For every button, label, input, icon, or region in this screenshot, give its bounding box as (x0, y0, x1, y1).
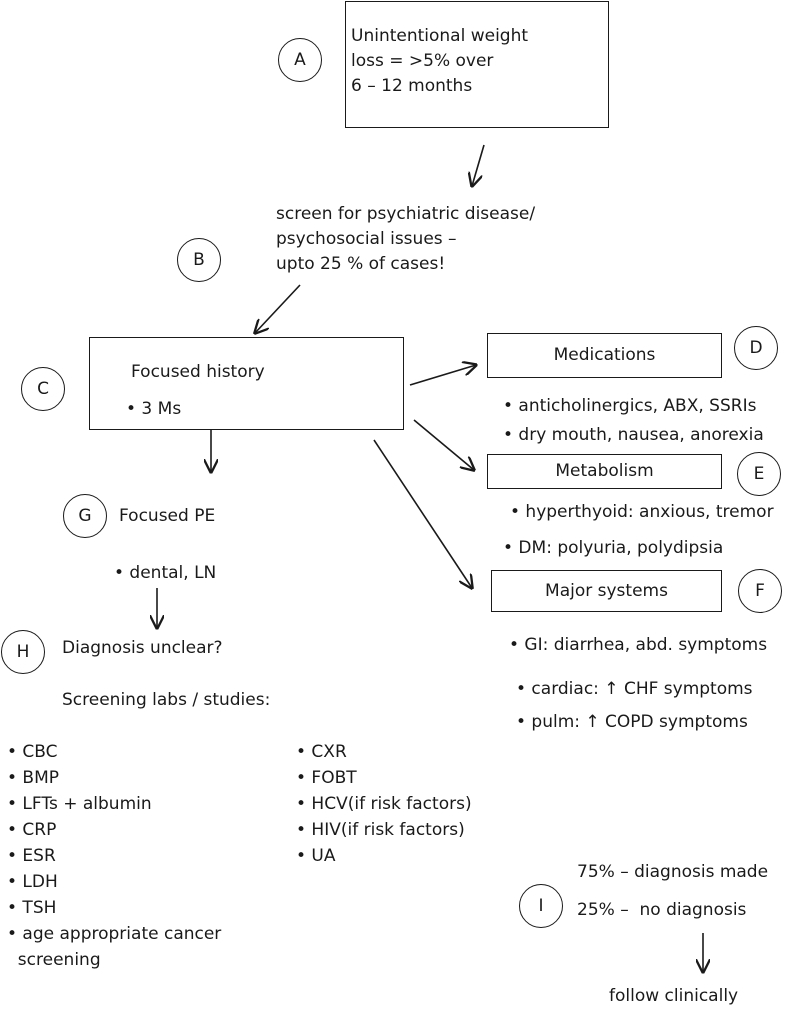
lab-item: • ESR (7, 846, 56, 866)
focused-history-bullet: • 3 Ms (126, 399, 182, 419)
metabolism-title: Metabolism (555, 461, 654, 481)
medications-bullet-1: • anticholinergics, ABX, SSRIs (503, 396, 757, 416)
major-systems-bullet-1: • GI: diarrhea, abd. symptoms (509, 635, 768, 655)
label-h: H (1, 630, 45, 674)
focused-history-box (89, 337, 404, 430)
major-systems-title: Major systems (545, 581, 668, 601)
screen-line-2: psychosocial issues – (276, 229, 457, 249)
study-item: • HIV(if risk factors) (296, 820, 465, 840)
follow-clinically: follow clinically (609, 986, 739, 1006)
label-f: F (738, 569, 782, 613)
screen-line-1: screen for psychiatric disease/ (276, 204, 536, 224)
lab-item: • LDH (7, 872, 58, 892)
study-item: • HCV(if risk factors) (296, 794, 472, 814)
label-c: C (21, 367, 65, 411)
arrow-history-to-metabolism (413, 419, 474, 470)
lab-item: • LFTs + albumin (7, 794, 152, 814)
study-item: • FOBT (296, 768, 357, 788)
study-item: • UA (296, 846, 336, 866)
label-b: B (177, 238, 221, 282)
arrow-a-to-screen (472, 144, 485, 186)
screening-labs-heading: Screening labs / studies: (62, 690, 271, 710)
major-systems-bullet-3: • pulm: ↑ COPD symptoms (516, 712, 748, 732)
lab-item: • TSH (7, 898, 57, 918)
metabolism-box (487, 454, 722, 489)
label-i: I (519, 884, 563, 928)
diagnosis-unclear: Diagnosis unclear? (62, 638, 223, 658)
weight-loss-box (345, 1, 609, 128)
lab-item: • CRP (7, 820, 57, 840)
weight-loss-line-2: loss = >5% over (351, 51, 494, 71)
screen-line-3: upto 25 % of cases! (276, 254, 446, 274)
major-systems-box (491, 570, 722, 612)
medications-box (487, 333, 722, 378)
focused-history-title: Focused history (131, 362, 265, 382)
focused-pe-bullet: • dental, LN (114, 563, 217, 583)
study-item: • CXR (296, 742, 347, 762)
arrow-screen-to-history (255, 284, 301, 333)
label-e: E (737, 452, 781, 496)
metabolism-bullet-1: • hyperthyoid: anxious, tremor (510, 502, 774, 522)
arrow-history-to-medications (409, 365, 476, 386)
medications-title: Medications (553, 345, 656, 365)
focused-pe-title: Focused PE (119, 506, 216, 526)
medications-bullet-2: • dry mouth, nausea, anorexia (503, 425, 764, 445)
label-d: D (734, 326, 778, 370)
label-a: A (278, 38, 322, 82)
outcome-no-diagnosis: 25% – no diagnosis (577, 900, 747, 920)
lab-item: • BMP (7, 768, 60, 788)
weight-loss-line-3: 6 – 12 months (351, 76, 473, 96)
weight-loss-line-1: Unintentional weight (351, 26, 529, 46)
outcome-diagnosis-made: 75% – diagnosis made (577, 862, 769, 882)
lab-item: • age appropriate cancer (7, 924, 222, 944)
major-systems-bullet-2: • cardiac: ↑ CHF symptoms (516, 679, 753, 699)
lab-item: screening (7, 950, 101, 970)
metabolism-bullet-2: • DM: polyuria, polydipsia (503, 538, 724, 558)
arrow-history-to-major-systems (373, 439, 472, 588)
label-g: G (63, 494, 107, 538)
lab-item: • CBC (7, 742, 58, 762)
